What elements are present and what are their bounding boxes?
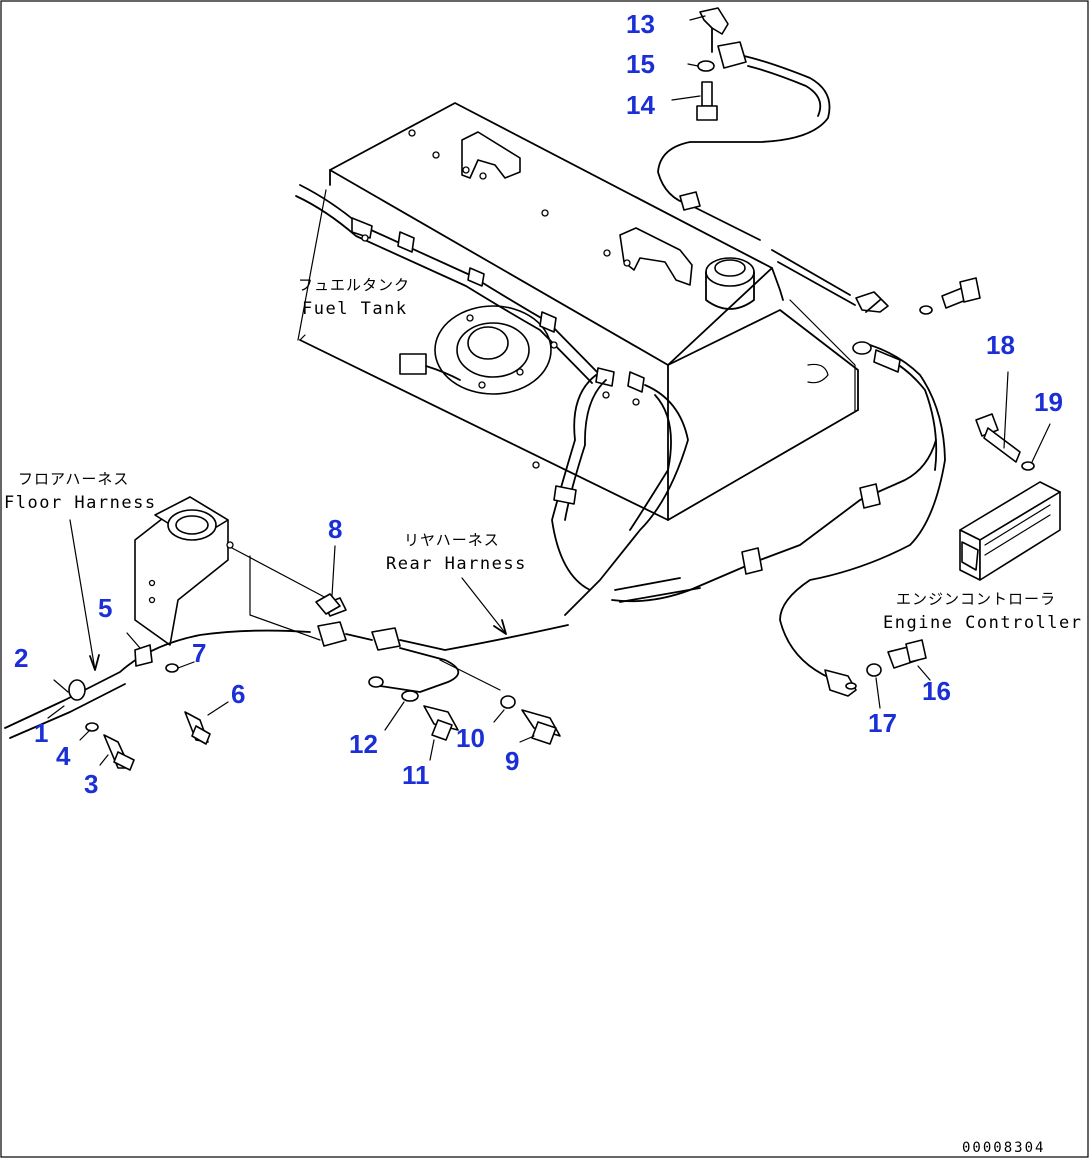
callout-4: 4	[56, 741, 71, 771]
fuel-tank	[299, 102, 859, 521]
callout-19: 19	[1034, 387, 1063, 417]
engine-controller	[959, 481, 1061, 581]
callout-3: 3	[84, 769, 98, 799]
callout-11: 11	[402, 760, 430, 790]
floor-harness	[4, 496, 569, 739]
hardware	[85, 7, 1035, 771]
callout-17: 17	[868, 708, 897, 738]
engine-controller-label-jp: エンジンコントローラ	[896, 590, 1056, 608]
callout-10: 10	[456, 723, 485, 753]
floor-harness-label-jp: フロアハーネス	[18, 470, 129, 488]
callout-15: 15	[626, 49, 655, 79]
leader-lines	[47, 15, 1051, 766]
callout-12: 12	[349, 729, 378, 759]
floor-harness-label-en: Floor Harness	[4, 493, 157, 513]
callout-13: 13	[626, 9, 655, 39]
callout-numbers: 1 2 3 4 5 6 7 8 9 10 11 12 13 14 15 16 1…	[14, 9, 1063, 799]
callout-14: 14	[626, 90, 655, 120]
rear-harness-label-jp: リヤハーネス	[404, 531, 500, 549]
drawing-number: 00008304	[962, 1140, 1045, 1156]
callout-8: 8	[328, 514, 342, 544]
callout-7: 7	[192, 638, 206, 668]
callout-6: 6	[231, 679, 245, 709]
callout-1: 1	[34, 718, 48, 748]
fuel-tank-label-jp: フュエルタンク	[298, 276, 410, 294]
callout-18: 18	[986, 330, 1015, 360]
tank-harness	[295, 184, 689, 616]
callout-2: 2	[14, 643, 28, 673]
engine-harness	[611, 41, 981, 697]
rear-harness-label-en: Rear Harness	[386, 554, 527, 574]
component-labels: フュエルタンク Fuel Tank フロアハーネス Floor Harness …	[4, 276, 1083, 1156]
engine-controller-label-en: Engine Controller	[883, 613, 1083, 633]
fuel-tank-label-en: Fuel Tank	[302, 299, 408, 319]
callout-9: 9	[505, 746, 519, 776]
callout-5: 5	[98, 593, 112, 623]
callout-16: 16	[922, 676, 951, 706]
